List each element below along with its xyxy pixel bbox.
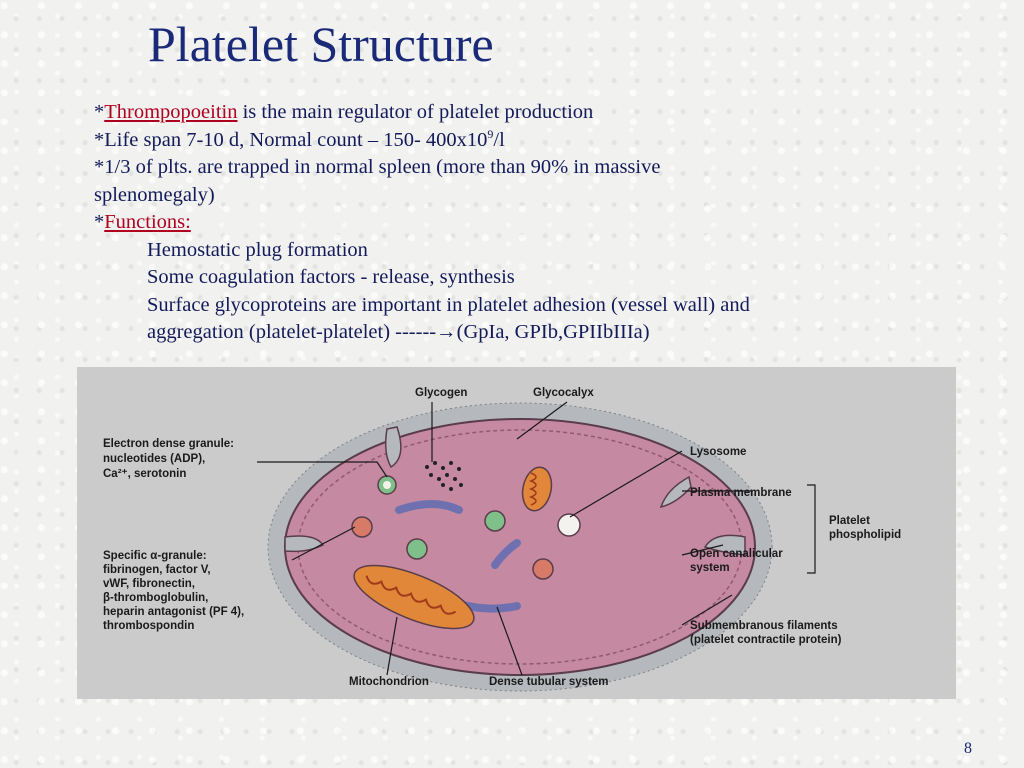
lysosome (558, 514, 580, 536)
bullet-text: (GpIa, GPIb,GPIIbIIIa) (457, 321, 650, 343)
page-number: 8 (964, 740, 972, 758)
right-arrow-icon: → (436, 321, 457, 343)
bullet-text: aggregation (platelet-platelet) ------ (147, 321, 436, 343)
functions-link[interactable]: Functions: (104, 211, 191, 233)
alpha-granule (533, 559, 553, 579)
bullet-star: * (94, 101, 104, 123)
platelet-diagram-svg: Glycogen Glycocalyx Electron dense granu… (77, 367, 956, 699)
bullet-life-span: *Life span 7-10 d, Normal count – 150- 4… (94, 127, 974, 155)
label-phospholipid-1: Platelet (829, 515, 870, 527)
label-alpha-granule-2: fibrinogen, factor V, (103, 564, 211, 576)
platelet-diagram: Glycogen Glycocalyx Electron dense granu… (77, 367, 956, 699)
label-dense-granule-1: Electron dense granule: (103, 438, 234, 450)
bullet-text: *Life span 7-10 d, Normal count – 150- 4… (94, 129, 487, 151)
label-alpha-granule-4: β-thromboglobulin, (103, 592, 208, 604)
label-canalicular-1: Open canalicular (690, 548, 783, 560)
function-coagulation: Some coagulation factors - release, synt… (94, 264, 974, 292)
label-alpha-granule-3: vWF, fibronectin, (103, 578, 195, 590)
alpha-granule (407, 539, 427, 559)
label-alpha-granule-1: Specific α-granule: (103, 550, 207, 562)
label-glycocalyx: Glycocalyx (533, 387, 594, 399)
alpha-granule (485, 511, 505, 531)
label-canalicular-2: system (690, 562, 730, 574)
label-plasma-membrane: Plasma membrane (690, 487, 792, 499)
thrombopoietin-link[interactable]: Thrompopoeitin (104, 101, 237, 123)
label-phospholipid-2: phospholipid (829, 529, 901, 541)
bullet-star: * (94, 211, 104, 233)
function-hemostatic-plug: Hemostatic plug formation (94, 237, 974, 265)
bullet-functions: *Functions: (94, 209, 974, 237)
label-dense-tubular: Dense tubular system (489, 676, 609, 688)
cytoplasm (285, 419, 755, 675)
label-lysosome: Lysosome (690, 446, 746, 458)
label-mitochondrion: Mitochondrion (349, 676, 429, 688)
bullet-text: /l (493, 129, 504, 151)
bullet-spleen-line-1: *1/3 of plts. are trapped in normal sple… (94, 154, 974, 182)
bullet-spleen-line-2: splenomegaly) (94, 182, 974, 210)
label-dense-granule-3: Ca²⁺, serotonin (103, 468, 186, 480)
label-dense-granule-2: nucleotides (ADP), (103, 453, 205, 465)
function-glycoproteins-line-2: aggregation (platelet-platelet) ------→(… (94, 319, 974, 347)
slide-title: Platelet Structure (148, 8, 494, 80)
label-alpha-granule-6: thrombospondin (103, 620, 194, 632)
label-glycogen: Glycogen (415, 387, 467, 399)
bullet-thrombopoietin: *Thrompopoeitin is the main regulator of… (94, 99, 974, 127)
function-glycoproteins-line-1: Surface glycoproteins are important in p… (94, 292, 974, 320)
label-alpha-granule-5: heparin antagonist (PF 4), (103, 606, 244, 618)
bullet-text: is the main regulator of platelet produc… (237, 101, 593, 123)
dense-granule-core (383, 481, 391, 489)
slide-body: *Thrompopoeitin is the main regulator of… (94, 99, 974, 347)
label-filaments-1: Submembranous filaments (690, 620, 838, 632)
label-filaments-2: (platelet contractile protein) (690, 634, 842, 646)
